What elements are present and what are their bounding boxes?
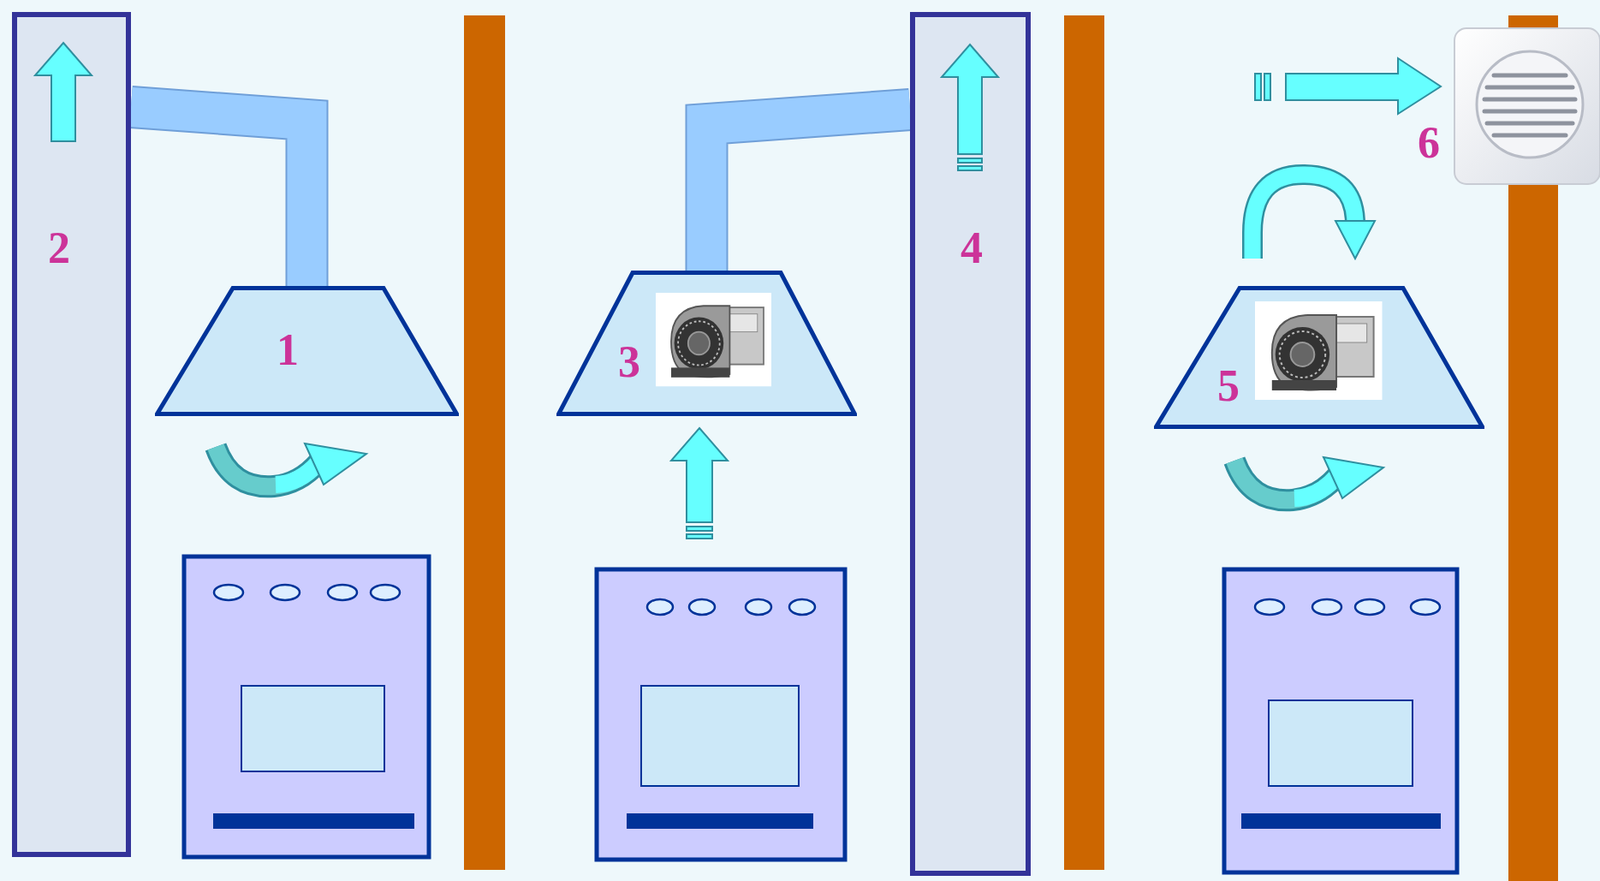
exhaust-duct: 4 — [910, 11, 1031, 876]
recirculation-arrow — [1252, 174, 1375, 259]
exhaust-pipe — [707, 109, 911, 274]
wall — [463, 15, 506, 870]
pipe-body — [707, 109, 911, 274]
stove — [596, 569, 845, 860]
pipe-body — [130, 107, 308, 289]
range-hood: 3 — [556, 270, 857, 417]
exhaust-duct: 2 — [11, 11, 131, 857]
callout-number: 5 — [1217, 363, 1240, 409]
airflow-arrow — [671, 428, 728, 539]
stove — [1224, 569, 1458, 873]
range-hood: 1 — [154, 285, 459, 417]
stove — [184, 556, 429, 857]
airflow-arrow — [941, 44, 999, 171]
pipe-outline — [130, 107, 308, 289]
hood-outline — [1153, 285, 1485, 429]
wall — [1508, 15, 1559, 881]
range-hood: 5 — [1153, 285, 1485, 429]
hood-shape — [1156, 288, 1483, 428]
airflow-arrow — [35, 42, 92, 142]
recirculation-arrow — [1234, 457, 1384, 500]
blower-fan — [1255, 301, 1383, 400]
callout-number: 2 — [47, 226, 71, 271]
airflow-arrow — [1255, 58, 1441, 114]
callout-number: 3 — [618, 339, 641, 385]
blower-fan — [655, 292, 772, 387]
hood-outline — [154, 285, 459, 417]
hood-shape — [559, 273, 856, 415]
exhaust-pipe — [130, 107, 308, 289]
wall — [1064, 15, 1105, 870]
pipe-outline — [707, 109, 911, 274]
hood-shape — [157, 288, 458, 415]
hood-outline — [556, 270, 857, 417]
callout-number: 1 — [276, 327, 299, 373]
callout-number: 6 — [1417, 120, 1440, 166]
wall-fan — [1454, 28, 1600, 185]
recirculation-arrow — [215, 443, 367, 487]
callout-number: 4 — [960, 226, 983, 271]
